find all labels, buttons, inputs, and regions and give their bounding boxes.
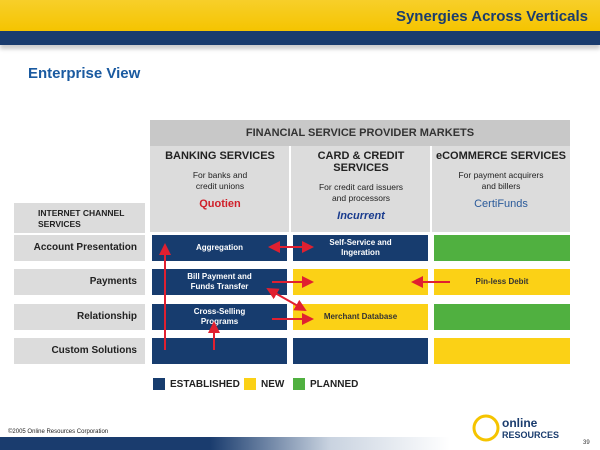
legend-new: NEW [244,378,284,390]
grid-cell-planned [434,304,570,330]
slide-title: Synergies Across Verticals [395,8,588,25]
grid-cell-established [293,338,428,364]
grid-cell-established [152,338,287,364]
cell-text: Self-Service and Ingeration [329,238,392,257]
grid-cell-new: Merchant Database [293,304,428,330]
desc-line: and billers [481,181,521,191]
row-label: Custom Solutions [14,338,145,364]
grid-cell-new [434,338,570,364]
legend-planned: PLANNED [293,378,358,390]
grid-cell-new [293,269,428,295]
markets-heading: FINANCIAL SERVICE PROVIDER MARKETS [150,120,570,146]
page-number: 39 [583,440,590,446]
grid-cell-established: Self-Service and Ingeration [293,235,428,261]
column-divider [430,146,432,232]
copyright: ©2005 Online Resources Corporation [8,429,109,435]
column-card: CARD & CREDIT SERVICES For credit card i… [292,150,430,222]
incurrent-logo: Incurrent [337,210,385,222]
legend-label: ESTABLISHED [170,378,240,390]
grid-cell-established: Cross-Selling Programs [152,304,287,330]
grid-cell-established: Aggregation [152,235,287,261]
grid-cell-planned [434,235,570,261]
legend-label: PLANNED [310,378,359,390]
legend-swatch [153,378,165,390]
cell-text: Bill Payment and Funds Transfer [187,272,252,291]
arrow [266,288,307,311]
svg-text:online: online [502,416,538,430]
certifunds-logo: CertiFunds [474,198,528,210]
column-heading: eCOMMERCE SERVICES [436,150,566,162]
column-ecommerce: eCOMMERCE SERVICES For payment acquirers… [432,150,570,210]
header-bar [0,0,600,31]
svg-text:RESOURCES: RESOURCES [502,430,559,440]
column-divider [289,146,291,232]
header-band [0,31,600,45]
legend-swatch [293,378,305,390]
page-subtitle: Enterprise View [28,65,141,82]
rows-header: INTERNET CHANNEL SERVICES [14,203,145,233]
legend-label: NEW [261,378,285,390]
quotien-logo: Quotien [199,198,241,210]
column-heading: CARD & CREDIT SERVICES [317,150,405,174]
footer-band [0,437,600,450]
column-heading: BANKING SERVICES [165,150,275,162]
cell-text: Merchant Database [323,312,398,321]
cell-text: Pin-less Debit [475,277,529,286]
desc-line: and processors [331,193,391,203]
cell-text: Aggregation [195,243,244,252]
online-resources-logo: online RESOURCES [472,414,559,442]
desc-line: credit unions [195,181,245,191]
grid-cell-established: Bill Payment and Funds Transfer [152,269,287,295]
row-label: Payments [14,269,145,295]
legend-established: ESTABLISHED [153,378,240,390]
row-label: Account Presentation [14,235,145,261]
desc-line: For credit card issuers [318,182,404,192]
grid-cell-new: Pin-less Debit [434,269,570,295]
legend-swatch [244,378,256,390]
desc-line: For banks and [192,170,248,180]
desc-line: For payment acquirers [458,170,544,180]
